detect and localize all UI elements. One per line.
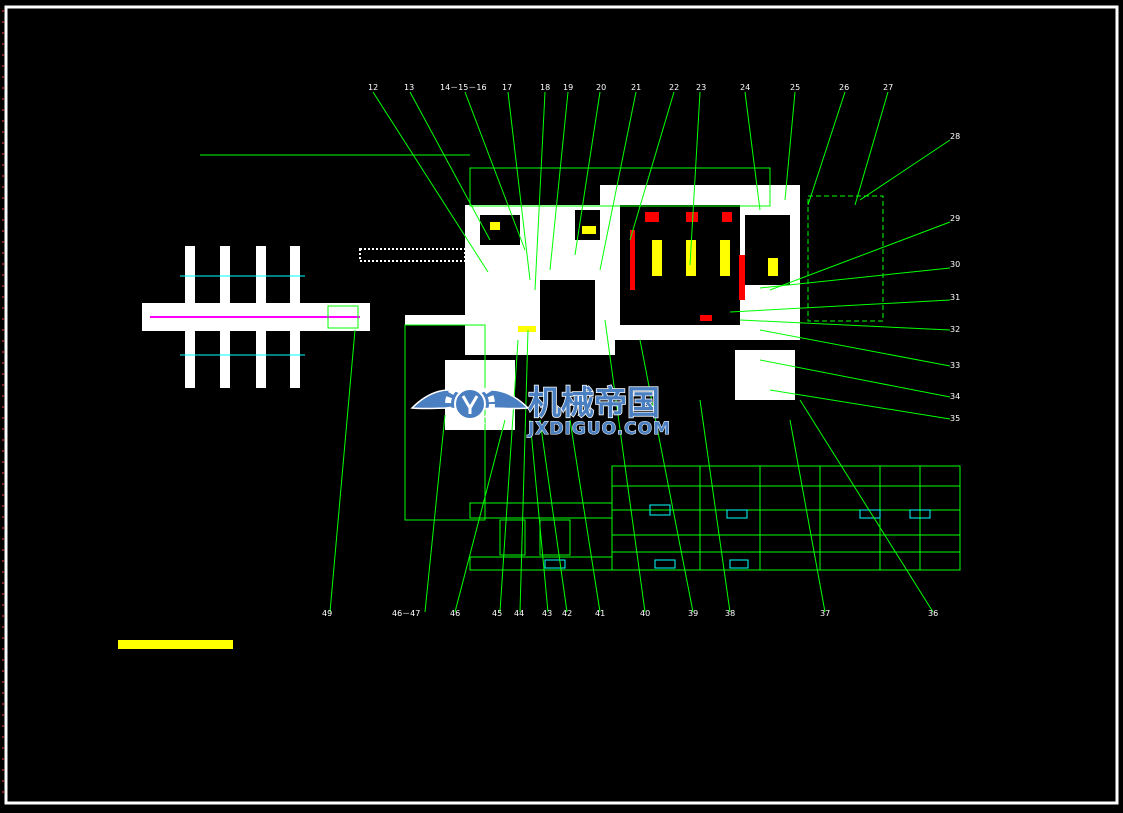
callout-17: 17 xyxy=(502,83,512,92)
callout-18: 18 xyxy=(540,83,550,92)
callout-22: 22 xyxy=(669,83,679,92)
callout-40: 40 xyxy=(640,609,650,618)
callout-39: 39 xyxy=(688,609,698,618)
top-dim-box xyxy=(469,167,771,207)
callout-38: 38 xyxy=(725,609,735,618)
electrical-schematic xyxy=(469,465,961,571)
watermark-logo: 机械帝国 JXDIGUO.COM xyxy=(410,379,671,440)
watermark-en: JXDIGUO.COM xyxy=(527,419,671,439)
callout-14-15-16: 14－15－16 xyxy=(440,83,487,92)
right-room xyxy=(807,195,884,322)
schematic-blocks xyxy=(544,504,931,569)
callout-36: 36 xyxy=(928,609,938,618)
callout-12: 12 xyxy=(368,83,378,92)
callout-32: 32 xyxy=(950,325,960,334)
callout-25: 25 xyxy=(790,83,800,92)
callout-44: 44 xyxy=(514,609,524,618)
callout-34: 34 xyxy=(950,392,960,401)
callout-21: 21 xyxy=(631,83,641,92)
left-dim-box xyxy=(404,324,486,521)
watermark-cn: 机械帝国 xyxy=(528,383,660,422)
callout-19: 19 xyxy=(563,83,573,92)
callout-43: 43 xyxy=(542,609,552,618)
yellow-units xyxy=(490,222,778,332)
callout-20: 20 xyxy=(596,83,606,92)
callout-27: 27 xyxy=(883,83,893,92)
callout-28: 28 xyxy=(950,132,960,141)
callout-26: 26 xyxy=(839,83,849,92)
conveyor-cyan-ties xyxy=(180,275,305,356)
callout-30: 30 xyxy=(950,260,960,269)
callout-29: 29 xyxy=(950,214,960,223)
callout-35: 35 xyxy=(950,414,960,423)
gear-wings-icon xyxy=(410,379,530,429)
conveyor-end-box xyxy=(327,305,359,329)
callout-37: 37 xyxy=(820,609,830,618)
callout-49: 49 xyxy=(322,609,332,618)
callout-33: 33 xyxy=(950,361,960,370)
callout-13: 13 xyxy=(404,83,414,92)
callout-labels-right: 28 29 30 31 32 33 34 35 xyxy=(950,132,960,423)
callout-24: 24 xyxy=(740,83,750,92)
callout-42: 42 xyxy=(562,609,572,618)
ladder-rail xyxy=(359,248,466,262)
callout-labels-bottom: 49 46－47 46 45 44 43 42 41 40 39 38 37 3… xyxy=(322,609,938,618)
callout-31: 31 xyxy=(950,293,960,302)
callout-41: 41 xyxy=(595,609,605,618)
red-units xyxy=(630,212,745,321)
callout-45: 45 xyxy=(492,609,502,618)
drawing-title-strip xyxy=(118,640,233,649)
callout-labels-top: 12 13 14－15－16 17 18 19 20 21 22 23 24 2… xyxy=(368,83,893,92)
callout-46: 46 xyxy=(450,609,460,618)
drawing-border xyxy=(4,5,1119,805)
leader-lines xyxy=(329,91,951,613)
callout-46-47: 46－47 xyxy=(392,609,420,618)
callout-23: 23 xyxy=(696,83,706,92)
